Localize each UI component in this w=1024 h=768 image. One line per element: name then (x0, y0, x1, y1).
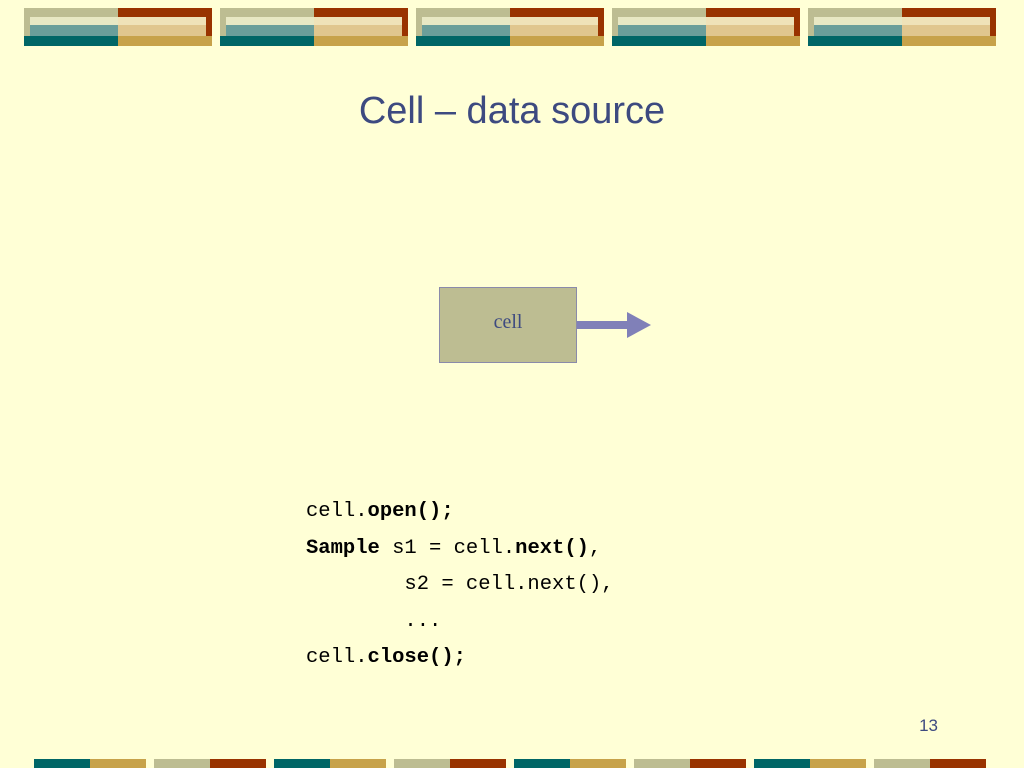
code-line: cell.close(); (306, 646, 466, 669)
page-number: 13 (919, 716, 938, 735)
decor-block (808, 8, 996, 46)
decor-block (24, 8, 212, 46)
slide-title: Cell – data source (0, 90, 1024, 133)
decor-block (416, 8, 604, 46)
code-block: cell.open(); Sample s1 = cell.next(), s2… (306, 494, 614, 677)
arrow-right-icon (577, 312, 651, 338)
code-line: Sample s1 = cell.next(), (306, 536, 602, 560)
code-line: cell.open(); (306, 500, 454, 523)
code-line: s2 = cell.next(), (306, 573, 614, 596)
cell-box: cell (439, 287, 577, 363)
code-line: ... (306, 609, 442, 633)
bottom-decorative-band (0, 759, 1024, 768)
slide-title-text: Cell – data source (358, 90, 666, 132)
decor-block (612, 8, 800, 46)
top-decorative-band (0, 8, 1024, 46)
decor-block (220, 8, 408, 46)
cell-box-label: cell (493, 310, 523, 333)
